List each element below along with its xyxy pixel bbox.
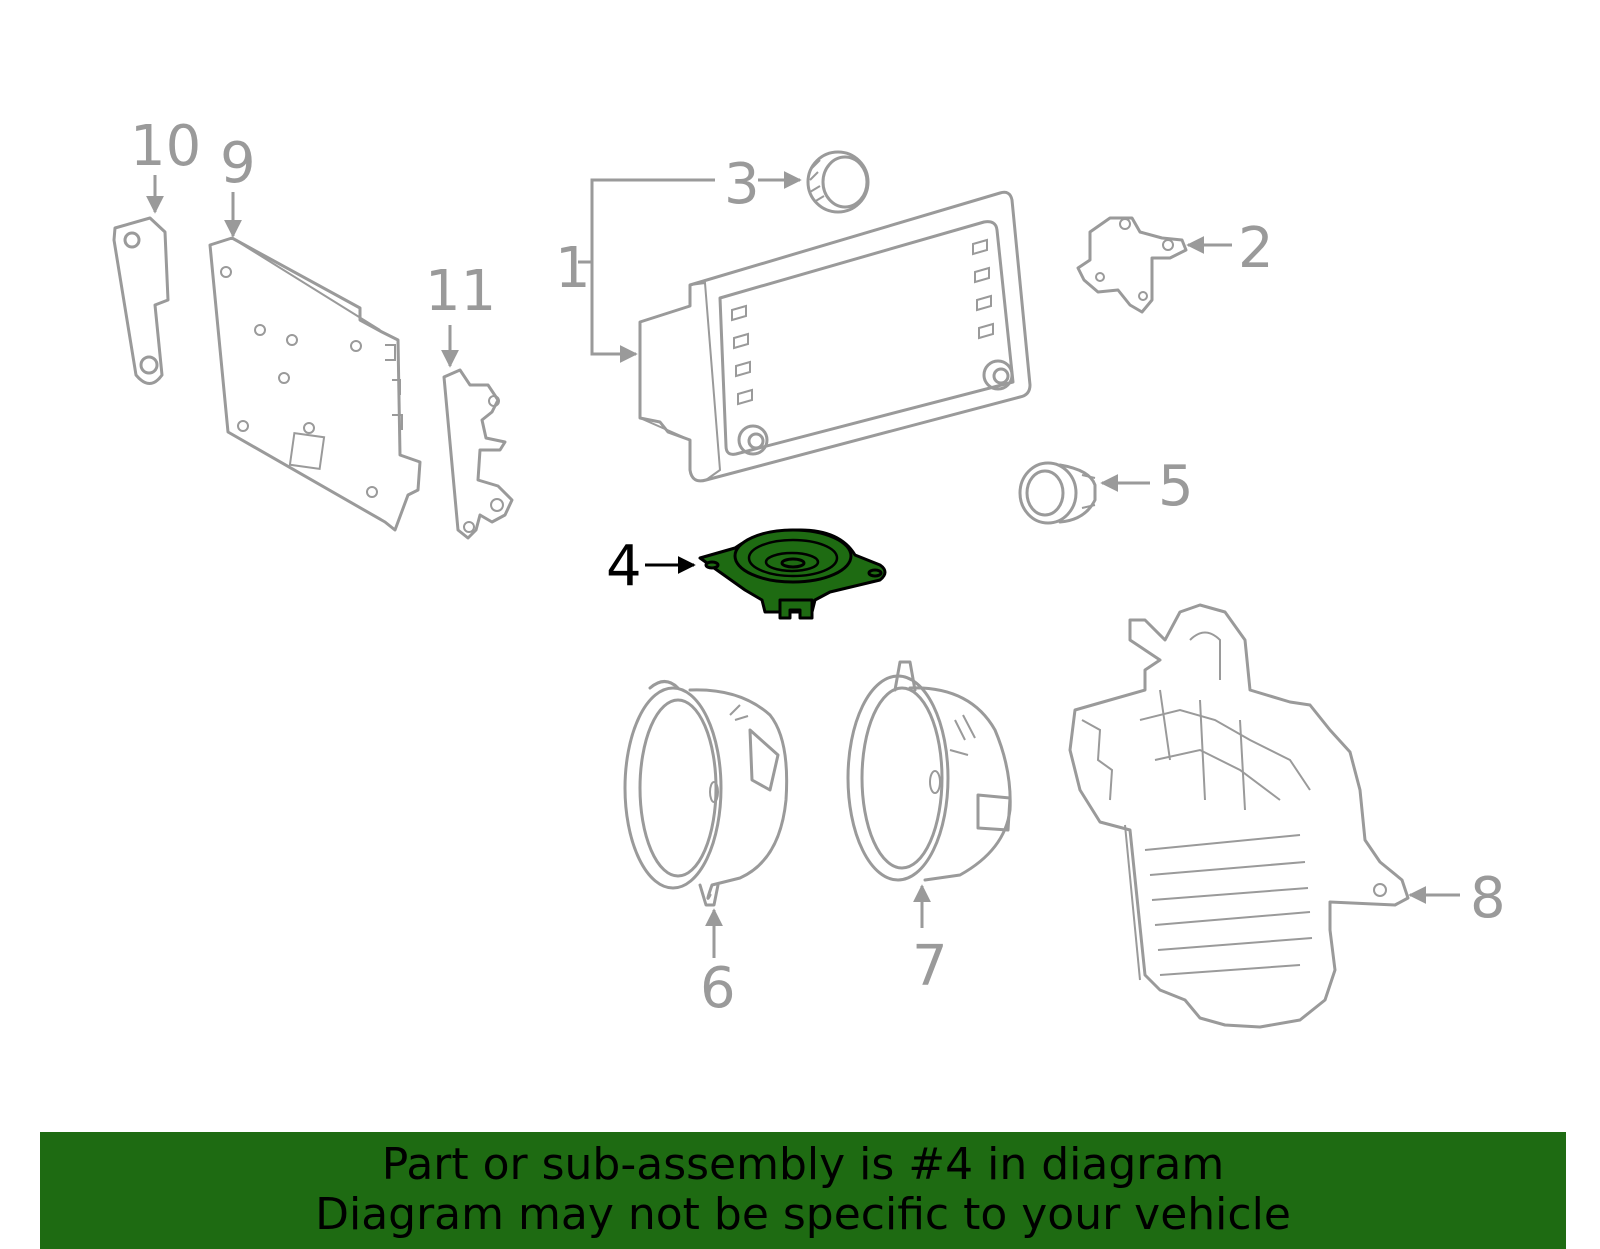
info-banner: Part or sub-assembly is #4 in diagram Di… [40,1132,1566,1249]
callout-10: 10 [130,114,201,179]
callout-11: 11 [425,259,496,324]
callout-4: 4 [606,534,642,599]
part-7-speaker[interactable] [846,660,1012,882]
callout-1: 1 [555,236,591,301]
part-2-bracket[interactable] [1076,216,1188,314]
part-1-display-unit[interactable] [638,190,1032,483]
parts-diagram: 10 9 11 1 [112,114,1506,1029]
part-11-bracket[interactable] [442,368,514,540]
callout-7: 7 [912,934,948,999]
part-6-speaker[interactable] [623,680,789,907]
callout-5: 5 [1158,454,1194,519]
callout-2: 2 [1238,216,1274,281]
part-8-housing[interactable] [1068,603,1410,1029]
banner-line-2: Diagram may not be specific to your vehi… [315,1189,1291,1240]
callout-8: 8 [1470,866,1506,931]
banner-line-1: Part or sub-assembly is #4 in diagram [381,1139,1225,1190]
leader-1 [590,178,715,363]
callout-6: 6 [700,956,736,1021]
callout-9: 9 [220,131,256,196]
part-4-speaker-highlighted[interactable] [698,528,887,620]
part-5-knob[interactable] [1018,461,1097,525]
part-10-bracket[interactable] [112,216,170,385]
callout-3: 3 [724,152,760,217]
part-9-module[interactable] [208,236,422,532]
part-3-knob[interactable] [806,150,870,214]
